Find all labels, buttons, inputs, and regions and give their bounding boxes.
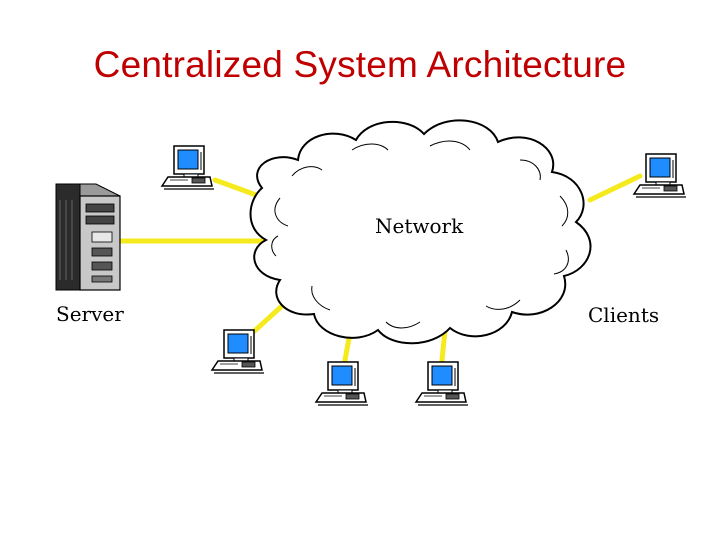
server-icon	[55, 183, 121, 291]
clients-label: Clients	[588, 303, 659, 327]
client-computer-icon	[161, 145, 215, 190]
client-computer-icon	[415, 361, 469, 406]
network-cloud	[249, 119, 592, 345]
server-label: Server	[56, 302, 124, 326]
slide-title: Centralized System Architecture	[93, 44, 627, 85]
connection-links	[117, 173, 643, 363]
client-computer-icon	[211, 329, 265, 374]
link-client-bottom-right	[439, 327, 448, 363]
link-client-top-right	[587, 173, 643, 203]
network-label: Network	[375, 214, 464, 238]
client-computer-icon	[315, 361, 369, 406]
